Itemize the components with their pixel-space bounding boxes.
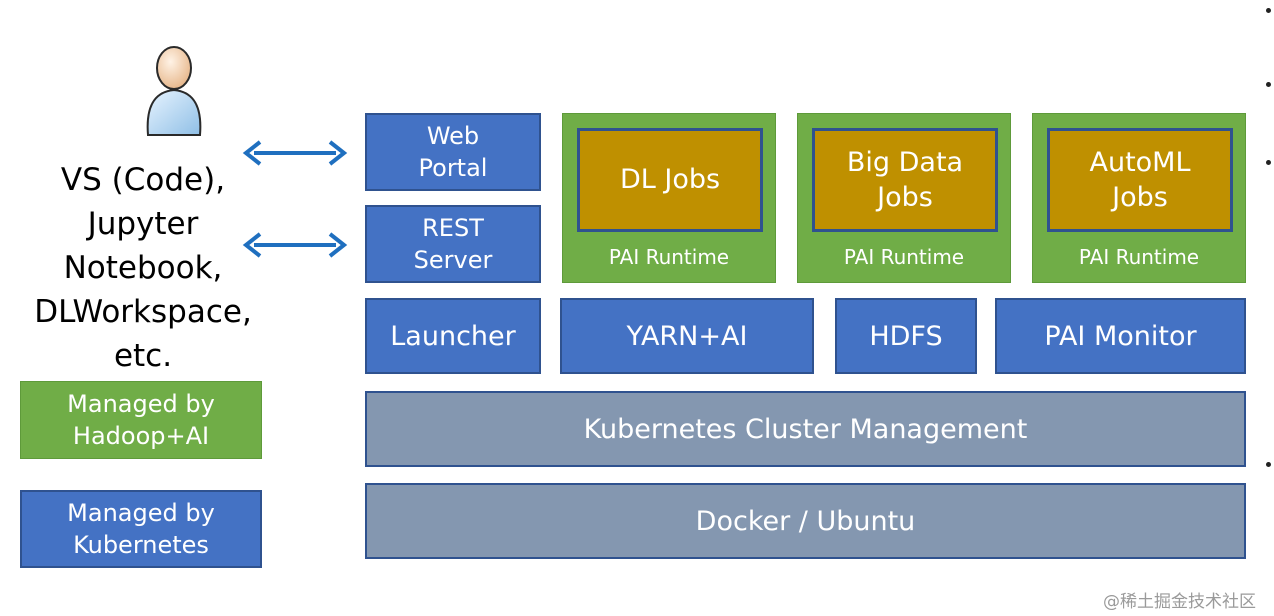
legend-kubernetes-line: Managed by	[67, 498, 215, 527]
dl-jobs-label: DL Jobs	[619, 164, 721, 196]
bullet-dot	[1266, 160, 1271, 165]
double-arrow-icon	[242, 232, 348, 258]
yarn-ai-box: YARN+AI	[560, 298, 814, 374]
rest-server-box: REST Server	[365, 205, 541, 283]
bullet-dot	[1266, 8, 1271, 13]
web-portal-line: Portal	[418, 154, 488, 182]
big-data-jobs-box: Big Data Jobs	[812, 128, 998, 232]
clients-line: etc.	[113, 338, 173, 374]
clients-line: VS (Code),	[60, 162, 226, 198]
bullet-dot	[1266, 462, 1271, 467]
rest-server-line: REST	[422, 213, 484, 242]
watermark: @稀土掘金技术社区	[1103, 592, 1256, 612]
web-portal-box: Web Portal	[365, 113, 541, 191]
user-icon	[146, 46, 202, 136]
rest-server-line: Server	[413, 246, 493, 274]
big-data-jobs-label: Jobs	[877, 182, 933, 213]
legend-hadoop-line: Hadoop+AI	[72, 422, 210, 450]
launcher-box: Launcher	[365, 298, 541, 374]
legend-hadoop: Managed by Hadoop+AI	[20, 381, 262, 459]
web-portal-line: Web	[426, 121, 480, 150]
clients-line: Notebook,	[63, 250, 223, 286]
legend-kubernetes-line: Kubernetes	[73, 531, 209, 559]
clients-line: DLWorkspace,	[34, 294, 252, 330]
dl-jobs-block: DL Jobs PAI Runtime	[562, 113, 776, 283]
big-data-jobs-label: Big Data	[846, 146, 964, 178]
pai-monitor-box: PAI Monitor	[995, 298, 1246, 374]
automl-jobs-box: AutoML Jobs	[1047, 128, 1233, 232]
clients-line: Jupyter	[87, 206, 199, 242]
big-data-jobs-block: Big Data Jobs PAI Runtime	[797, 113, 1011, 283]
legend-kubernetes: Managed by Kubernetes	[20, 490, 262, 568]
kubernetes-layer: Kubernetes Cluster Management	[365, 391, 1246, 467]
pai-runtime-label: PAI Runtime	[1078, 245, 1200, 269]
bullet-dot	[1266, 82, 1271, 87]
double-arrow-icon	[242, 140, 348, 166]
dl-jobs-box: DL Jobs	[577, 128, 763, 232]
pai-runtime-label: PAI Runtime	[843, 245, 965, 269]
automl-jobs-label: AutoML	[1089, 146, 1191, 178]
docker-layer: Docker / Ubuntu	[365, 483, 1246, 559]
clients-text: VS (Code), Jupyter Notebook, DLWorkspace…	[18, 158, 268, 378]
hdfs-box: HDFS	[835, 298, 977, 374]
automl-jobs-label: Jobs	[1112, 182, 1168, 213]
legend-hadoop-line: Managed by	[67, 389, 215, 418]
pai-runtime-label: PAI Runtime	[608, 245, 730, 269]
automl-jobs-block: AutoML Jobs PAI Runtime	[1032, 113, 1246, 283]
